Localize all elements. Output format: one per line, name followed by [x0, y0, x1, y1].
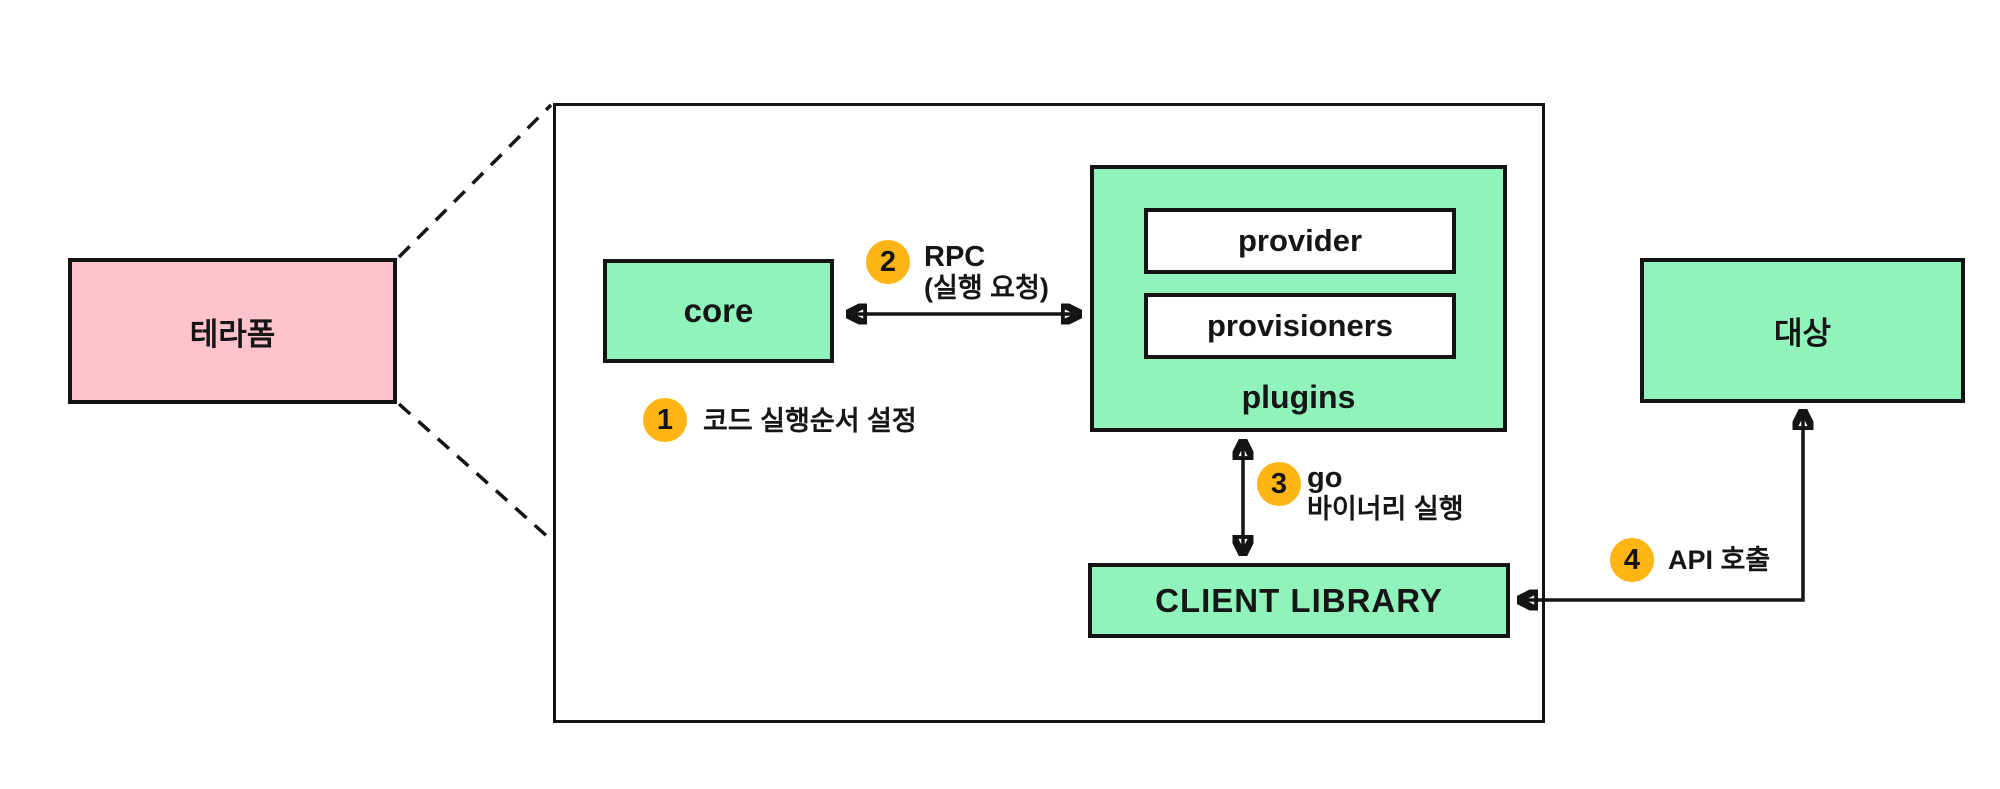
- step-4-annotation: API 호출: [1668, 545, 1771, 575]
- step-3-badge: 3: [1257, 462, 1301, 506]
- terraform-box-label: 테라폼: [189, 316, 276, 352]
- core-box-label: core: [683, 292, 754, 329]
- step-3-annotation-subtext: 바이너리 실행: [1307, 494, 1464, 524]
- core-box: core: [603, 259, 834, 363]
- step-1-number: 1: [656, 403, 674, 436]
- client-library-box: CLIENT LIBRARY: [1088, 563, 1510, 638]
- step-3-annotation-text: go: [1307, 462, 1343, 494]
- zoom-dashed-line-bottom: [397, 402, 551, 540]
- step-4-badge: 4: [1610, 538, 1654, 582]
- plugins-box-label: plugins: [1241, 379, 1356, 415]
- plugins-box: provider provisioners plugins: [1090, 165, 1507, 432]
- provider-box: provider: [1144, 208, 1456, 274]
- client-library-box-label: CLIENT LIBRARY: [1155, 581, 1443, 619]
- provider-box-label: provider: [1237, 223, 1363, 258]
- step-3-annotation: go 바이너리 실행: [1307, 463, 1464, 525]
- step-2-annotation-text: RPC: [924, 241, 986, 273]
- step-3-number: 3: [1270, 467, 1288, 500]
- zoom-dashed-line-top: [397, 103, 553, 259]
- step-2-annotation-subtext: (실행 요청): [924, 273, 1049, 303]
- step-2-badge: 2: [866, 240, 910, 284]
- provisioners-box-label: provisioners: [1206, 308, 1394, 343]
- target-box: 대상: [1640, 258, 1965, 403]
- target-box-label: 대상: [1773, 316, 1832, 351]
- terraform-box: 테라폼: [68, 258, 397, 404]
- step-4-number: 4: [1623, 543, 1641, 576]
- step-1-badge: 1: [643, 398, 687, 442]
- terraform-detail-container: [553, 103, 1545, 723]
- step-2-annotation: RPC (실행 요청): [924, 242, 1049, 304]
- step-2-number: 2: [879, 245, 897, 278]
- provisioners-box: provisioners: [1144, 293, 1456, 359]
- step-1-annotation: 코드 실행순서 설정: [703, 406, 917, 436]
